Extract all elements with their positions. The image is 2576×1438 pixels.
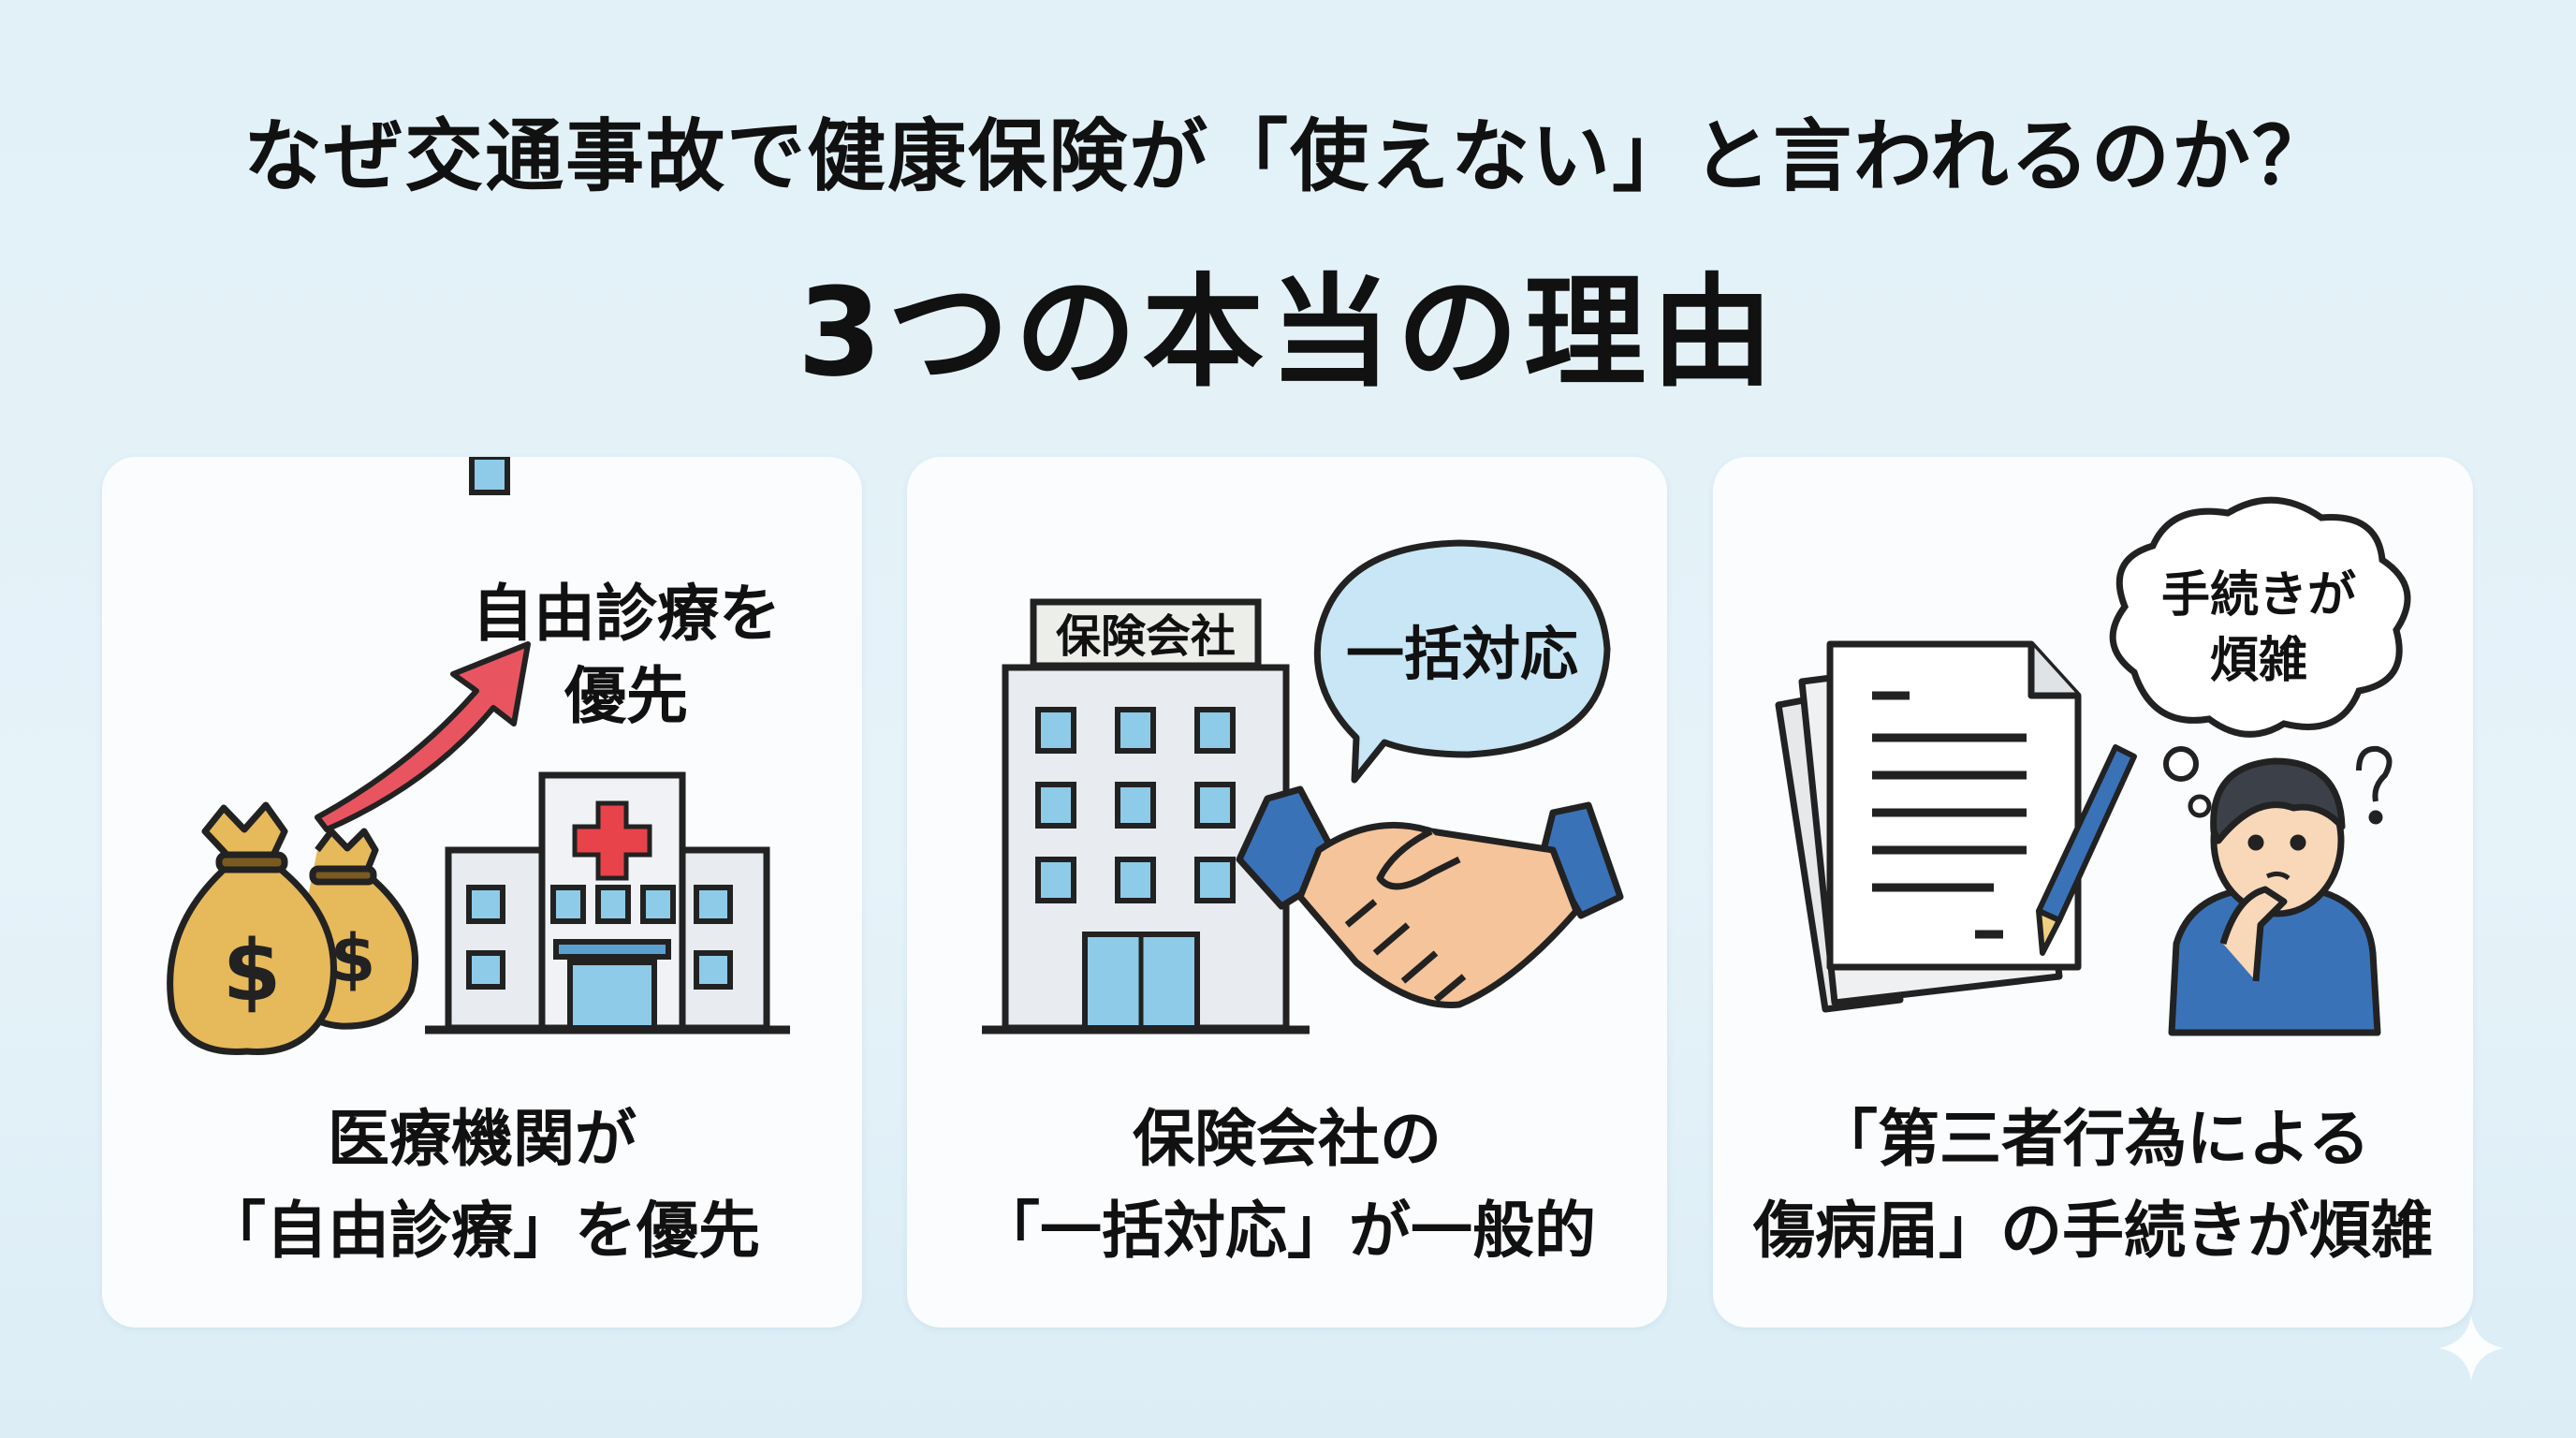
- hospital-illustration: 自由診療を 優先 $ $: [167, 457, 790, 1055]
- reason-card-free-treatment: 自由診療を 優先 $ $: [102, 457, 862, 1328]
- cloud-label-line2: 煩雑: [2210, 633, 2307, 689]
- pen-icon: [2036, 744, 2137, 956]
- insurance-illustration: 保険会社 一括対応: [982, 539, 1624, 1034]
- title-main: 3つの本当の理由: [797, 261, 1779, 404]
- reason-card-third-party-report: 手続きが 煩雑 「第三者行為による 傷病届」の手続きが煩雑: [1713, 457, 2473, 1328]
- caption-line2: 「自由診療」を優先: [204, 1195, 760, 1267]
- paperwork-illustration: 手続きが 煩雑: [1775, 496, 2411, 1036]
- thought-cloud-icon: 手続きが 煩雑: [2109, 496, 2411, 818]
- sparkle-icon: [2438, 1315, 2504, 1381]
- reason-caption: 「第三者行為による 傷病届」の手続きが煩雑: [1713, 1093, 2473, 1277]
- caption-line1: 保険会社の: [1133, 1103, 1442, 1175]
- sign-label: 保険会社: [1056, 610, 1236, 663]
- reason-caption: 医療機関が 「自由診療」を優先: [102, 1093, 862, 1277]
- caption-line2: 「一括対応」が一般的: [978, 1195, 1596, 1267]
- title-question: なぜ交通事故で健康保険が「使えない」と言われるのか？: [243, 110, 2333, 202]
- reason-caption: 保険会社の 「一括対応」が一般的: [907, 1093, 1667, 1277]
- hospital-icon: [425, 457, 790, 1034]
- reason-card-lump-sum-handling: 保険会社 一括対応 保険会社の 「一括対応」が一般的: [907, 457, 1667, 1328]
- confused-person-icon: [2168, 745, 2393, 1036]
- office-building-icon: 保険会社: [982, 598, 1310, 1034]
- svg-text:$: $: [330, 920, 376, 997]
- documents-icon: [1775, 640, 2082, 1013]
- money-bag-icon: $ $: [167, 801, 419, 1055]
- caption-line1: 「第三者行為による: [1815, 1103, 2371, 1175]
- illustration-label-line1: 自由診療を: [472, 578, 781, 650]
- bubble-label: 一括対応: [1346, 620, 1578, 688]
- arrow-up-icon: [315, 641, 531, 832]
- caption-line2: 傷病届」の手続きが煩雑: [1753, 1195, 2433, 1267]
- handshake-icon: [1236, 785, 1624, 1008]
- illustration-label-line2: 優先: [564, 660, 688, 732]
- cloud-label-line1: 手続きが: [2161, 567, 2356, 624]
- speech-bubble-icon: 一括対応: [1313, 539, 1611, 784]
- caption-line1: 医療機関が: [328, 1103, 637, 1175]
- svg-text:$: $: [223, 922, 282, 1020]
